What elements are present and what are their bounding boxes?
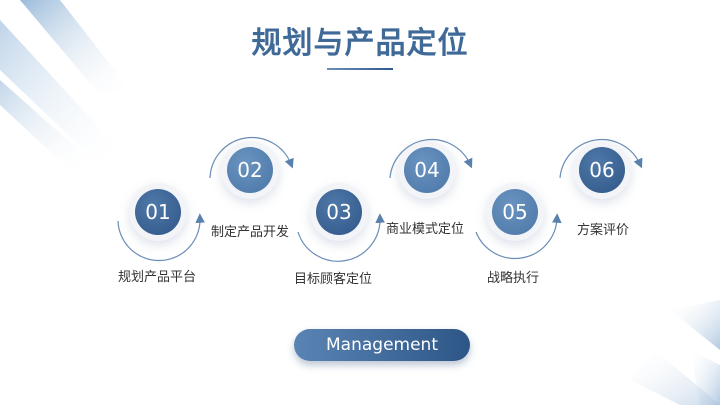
step-01-circle: 01 — [135, 189, 181, 235]
step-04-number: 04 — [414, 158, 440, 182]
step-03-label: 目标顾客定位 — [293, 272, 373, 287]
page-title: 规划与产品定位 — [251, 26, 469, 61]
step-05-label: 战略执行 — [486, 271, 540, 286]
step-05-circle: 05 — [492, 189, 538, 235]
step-06-label: 方案评价 — [576, 223, 630, 238]
management-button[interactable]: Management — [294, 329, 470, 361]
step-03-number: 03 — [326, 200, 352, 224]
step-06-number: 06 — [589, 158, 615, 182]
step-05-number: 05 — [502, 200, 528, 224]
step-01-number: 01 — [145, 200, 171, 224]
step-04-circle: 04 — [404, 147, 450, 193]
step-02-circle: 02 — [227, 147, 273, 193]
step-06-circle: 06 — [579, 147, 625, 193]
step-02-number: 02 — [237, 158, 263, 182]
title-underline — [327, 68, 393, 70]
step-01-label: 规划产品平台 — [117, 270, 197, 285]
step-03-circle: 03 — [316, 189, 362, 235]
management-button-label: Management — [326, 335, 438, 355]
step-04-label: 商业模式定位 — [385, 222, 465, 237]
step-02-label: 制定产品开发 — [210, 225, 290, 240]
